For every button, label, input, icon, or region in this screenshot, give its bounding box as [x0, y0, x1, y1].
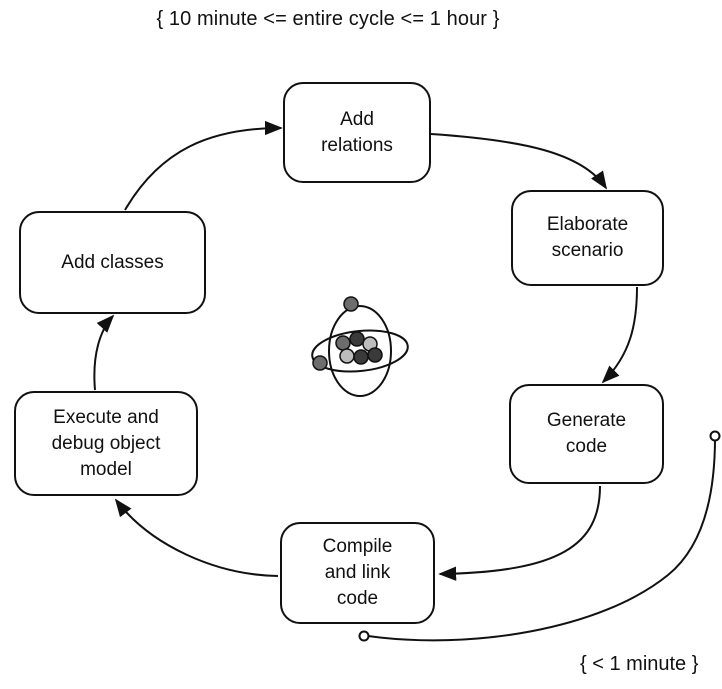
- step-label: Add relations: [321, 108, 393, 156]
- step-label: Elaborate scenario: [546, 214, 629, 261]
- step-label: Generate code: [546, 410, 627, 457]
- step-label: Add classes: [61, 251, 164, 273]
- arrow-compile-to-execute: [114, 498, 279, 577]
- arrow-relations-to-elaborate: [430, 133, 608, 190]
- step-compile-and-link-code: Compile and link code: [280, 522, 435, 624]
- atom-icon: [311, 296, 409, 397]
- arrow-elaborate-to-generate: [601, 286, 638, 384]
- inner-cycle-curve: [367, 437, 716, 642]
- step-label: Compile and link code: [322, 536, 393, 609]
- inner-cycle-duration-note: { < 1 minute }: [580, 653, 699, 675]
- step-add-classes: Add classes: [19, 211, 206, 314]
- step-execute-and-debug-object-model: Execute and debug object model: [14, 391, 198, 496]
- cycle-duration-title: { 10 minute <= entire cycle <= 1 hour }: [156, 8, 500, 30]
- arrow-generate-to-compile: [438, 485, 601, 581]
- inner-cycle-start-dot: [358, 630, 370, 642]
- step-elaborate-scenario: Elaborate scenario: [511, 190, 664, 286]
- step-generate-code: Generate code: [509, 384, 664, 484]
- step-label: Execute and debug object model: [51, 406, 161, 480]
- step-add-relations: Add relations: [283, 82, 431, 183]
- arrow-execute-to-classes: [93, 314, 115, 391]
- arrow-classes-to-relations: [124, 120, 283, 211]
- inner-cycle-end-dot: [709, 430, 721, 442]
